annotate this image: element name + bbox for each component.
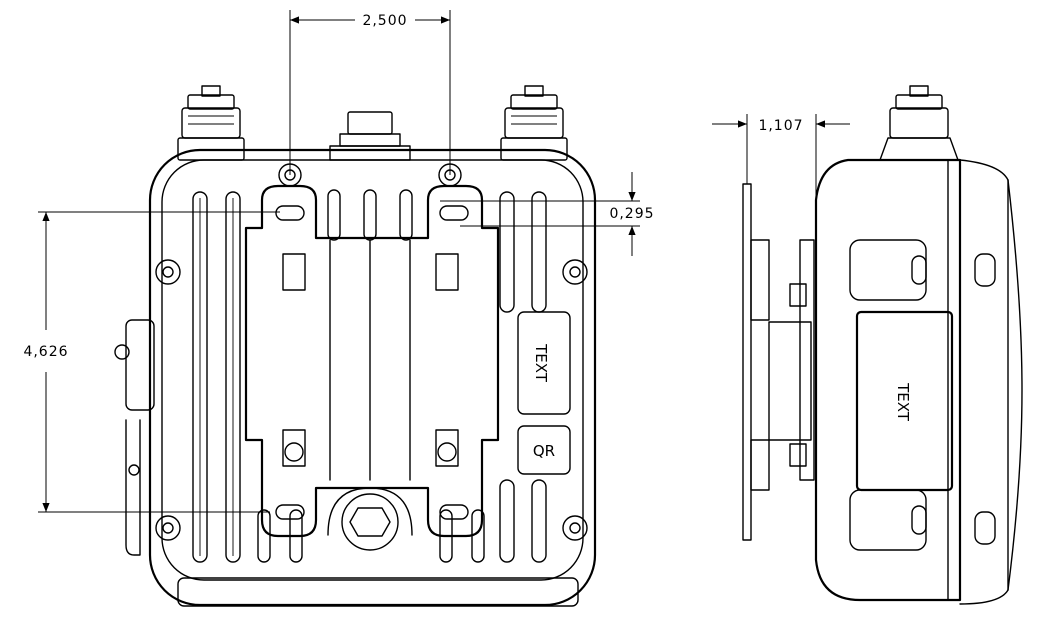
enclosure-outline — [148, 148, 597, 607]
svg-text:1,107: 1,107 — [758, 118, 803, 134]
cooling-fins-center — [257, 189, 485, 563]
dimension-hole-spacing: 2,500 — [289, 10, 451, 175]
bottom-cable-gland — [327, 487, 413, 551]
front-view: TEXT QR — [114, 85, 597, 607]
dimension-height: 4,626 — [23, 211, 280, 513]
mounting-plate — [244, 184, 500, 538]
front-text-label: TEXT — [532, 343, 550, 383]
side-text-label: TEXT — [894, 382, 912, 422]
dimension-depth: 1,107 — [712, 114, 850, 200]
svg-text:2,500: 2,500 — [362, 13, 407, 29]
svg-text:4,626: 4,626 — [23, 344, 68, 360]
svg-text:0,295: 0,295 — [609, 206, 654, 222]
side-enclosure-outline — [814, 158, 962, 602]
cooling-fins-left — [192, 191, 241, 563]
side-clip — [114, 319, 155, 556]
side-view: TEXT — [742, 85, 1023, 605]
front-qr-label: QR — [533, 442, 555, 460]
dimension-slot-offset: 0,295 — [440, 172, 654, 256]
mounting-screws — [155, 163, 588, 541]
wall-bracket — [742, 183, 752, 541]
top-center-connector — [329, 111, 411, 161]
